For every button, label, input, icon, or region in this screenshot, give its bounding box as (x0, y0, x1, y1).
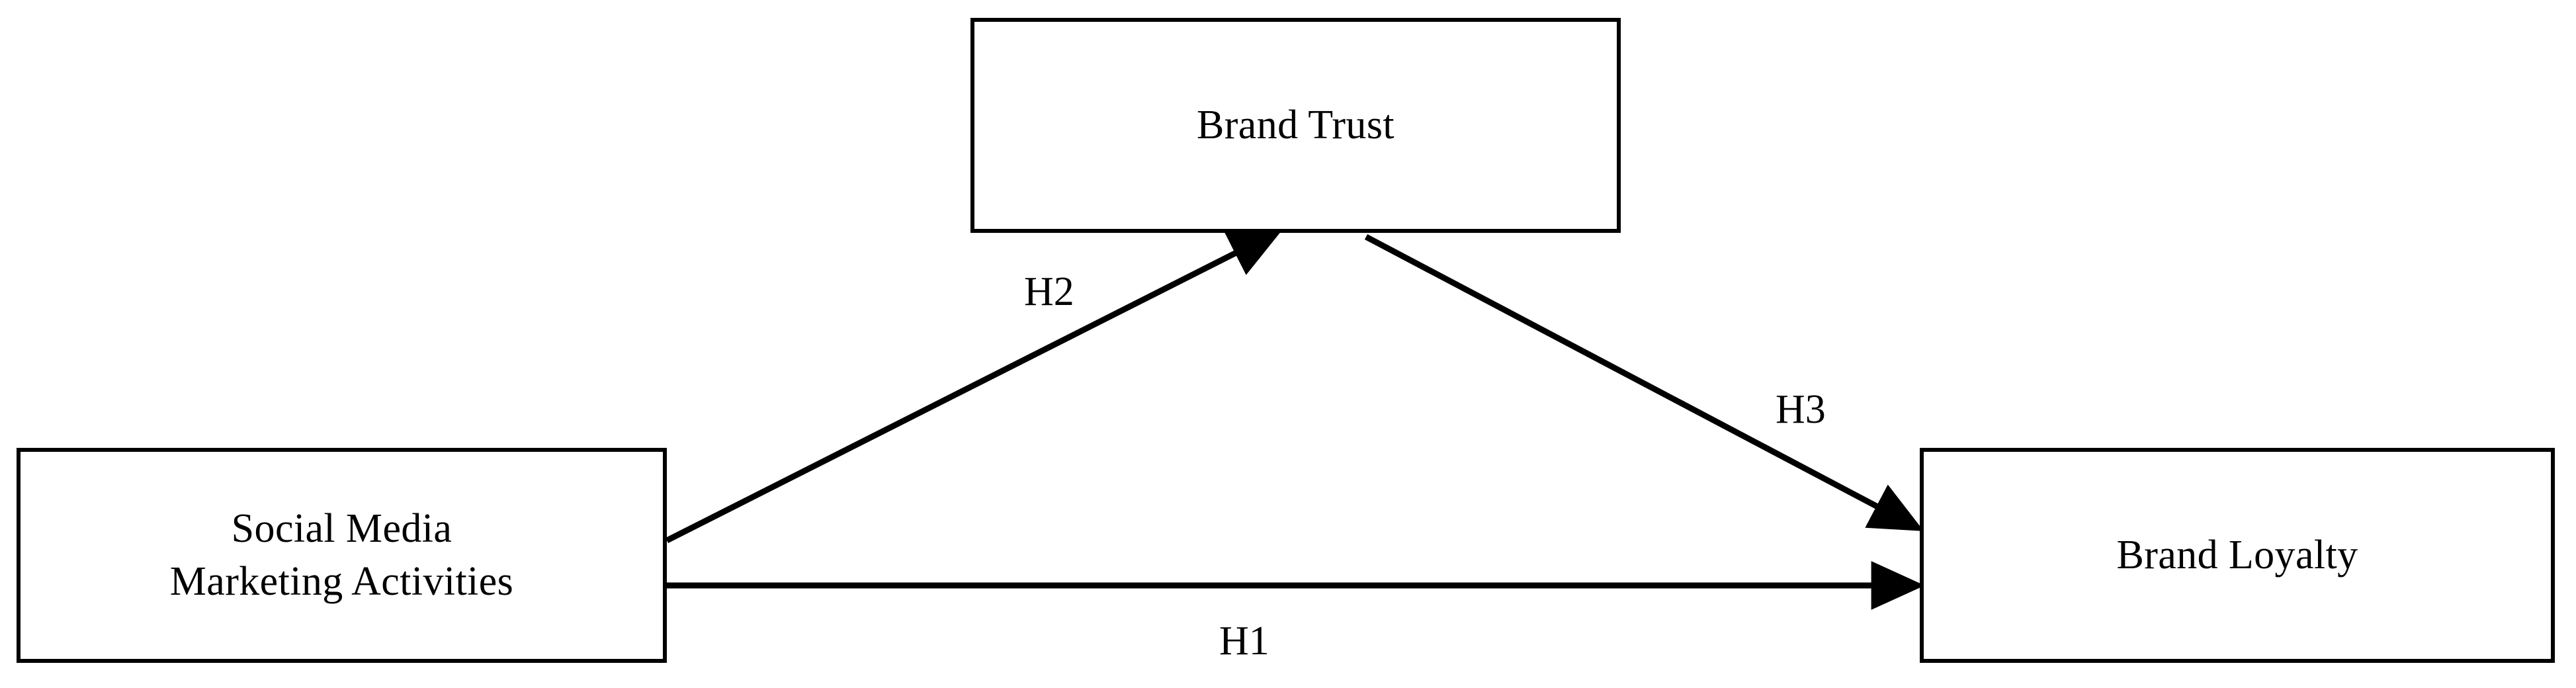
edge-label-h1: H1 (1219, 619, 1269, 664)
node-brand-loyalty[interactable]: Brand Loyalty (1920, 448, 2555, 663)
edge-h2-arrow (665, 229, 1283, 544)
node-social-media-label-line-1: Social Media (231, 506, 452, 552)
node-brand-trust-label: Brand Trust (1197, 102, 1395, 148)
node-brand-loyalty-label: Brand Loyalty (2116, 532, 2358, 578)
edge-label-h3: H3 (1776, 387, 1826, 432)
edge-h3-arrow (1364, 234, 1924, 531)
edge-label-h2: H2 (1024, 269, 1074, 314)
node-brand-trust[interactable]: Brand Trust (970, 18, 1621, 233)
node-social-media-marketing-activities[interactable]: Social Media Marketing Activities (17, 448, 667, 663)
node-social-media-label-line-2: Marketing Activities (169, 558, 514, 604)
